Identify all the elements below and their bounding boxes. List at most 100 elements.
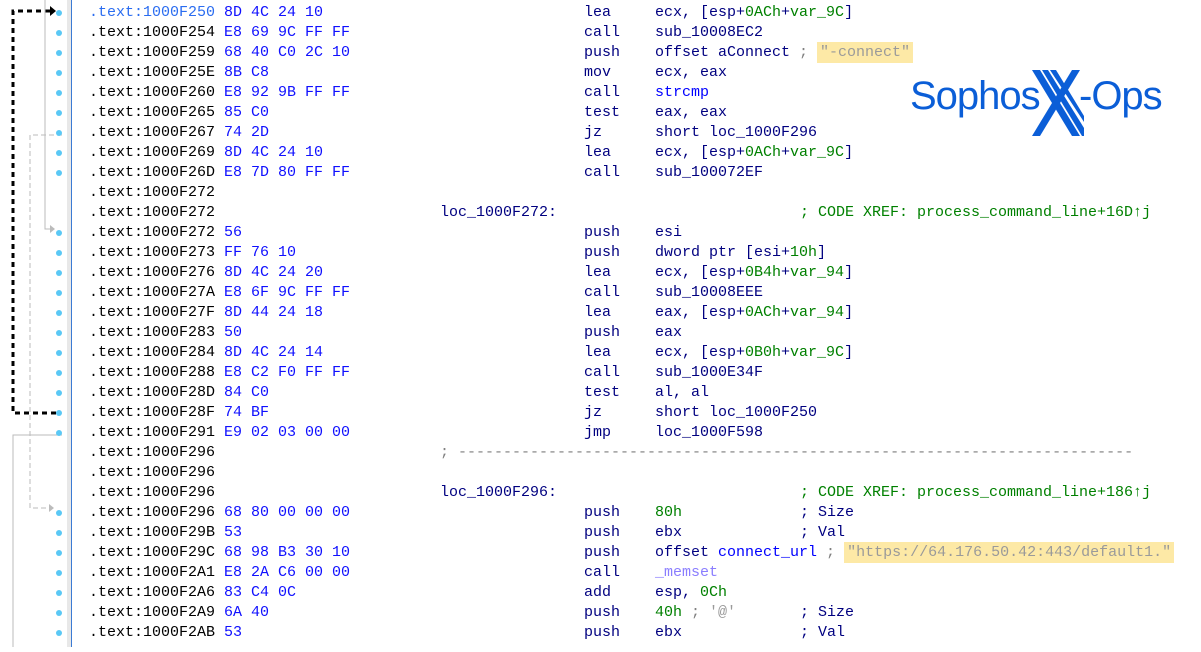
breakpoint-dot[interactable]: [56, 250, 62, 256]
breakpoint-dot[interactable]: [56, 290, 62, 296]
breakpoint-dot[interactable]: [56, 570, 62, 576]
breakpoint-dot[interactable]: [56, 310, 62, 316]
breakpoint-dot[interactable]: [56, 230, 62, 236]
address[interactable]: .text:1000F283: [89, 324, 216, 341]
address[interactable]: .text:1000F269: [89, 144, 216, 161]
listing-row[interactable]: .text:1000F296 loc_1000F296: ; CODE XREF: …: [0, 483, 1201, 503]
breakpoint-dot[interactable]: [56, 430, 62, 436]
breakpoint-dot[interactable]: [56, 270, 62, 276]
breakpoint-dot[interactable]: [56, 90, 62, 96]
breakpoint-dot[interactable]: [56, 10, 62, 16]
address[interactable]: .text:1000F272: [89, 184, 216, 201]
breakpoint-dot[interactable]: [56, 630, 62, 636]
address[interactable]: .text:1000F273: [89, 244, 216, 261]
address[interactable]: .text:1000F296: [89, 464, 216, 481]
breakpoint-dot[interactable]: [56, 110, 62, 116]
address[interactable]: .text:1000F276: [89, 264, 216, 281]
symbol-link[interactable]: _memset: [655, 564, 719, 581]
address[interactable]: .text:1000F28D: [89, 384, 216, 401]
breakpoint-dot[interactable]: [56, 130, 62, 136]
address[interactable]: .text:1000F2AB: [89, 624, 216, 641]
address[interactable]: .text:1000F288: [89, 364, 216, 381]
address[interactable]: .text:1000F26D: [89, 164, 216, 181]
operands: esp, 0Ch: [655, 583, 727, 603]
breakpoint-dot[interactable]: [56, 390, 62, 396]
address[interactable]: .text:1000F27A: [89, 284, 216, 301]
listing-row[interactable]: .text:1000F272 loc_1000F272: ; CODE XREF: …: [0, 203, 1201, 223]
address[interactable]: .text:1000F29C: [89, 544, 216, 561]
listing-row[interactable]: .text:1000F272: [0, 183, 1201, 203]
address[interactable]: .text:1000F296: [89, 444, 216, 461]
address[interactable]: .text:1000F250: [89, 4, 216, 21]
code-label[interactable]: loc_1000F272:: [440, 204, 558, 221]
breakpoint-dot[interactable]: [56, 370, 62, 376]
xref-comment[interactable]: ; CODE XREF: process_command_line+186↑j: [800, 484, 1152, 501]
address[interactable]: .text:1000F296: [89, 504, 216, 521]
xref-comment[interactable]: ; CODE XREF: process_command_line+16D↑j: [800, 204, 1152, 221]
address[interactable]: .text:1000F260: [89, 84, 216, 101]
address[interactable]: .text:1000F296: [89, 484, 216, 501]
breakpoint-dot[interactable]: [56, 170, 62, 176]
address[interactable]: .text:1000F284: [89, 344, 216, 361]
breakpoint-dot[interactable]: [56, 530, 62, 536]
symbol-link[interactable]: connect_url: [718, 544, 818, 561]
breakpoint-dot[interactable]: [56, 50, 62, 56]
listing-row[interactable]: .text:1000F296; ------------------------…: [0, 443, 1201, 463]
breakpoint-dot[interactable]: [56, 410, 62, 416]
breakpoint-dot[interactable]: [56, 510, 62, 516]
address[interactable]: .text:1000F28F: [89, 404, 216, 421]
address[interactable]: .text:1000F29B: [89, 524, 216, 541]
address[interactable]: .text:1000F265: [89, 104, 216, 121]
address[interactable]: .text:1000F267: [89, 124, 216, 141]
breakpoint-dot[interactable]: [56, 330, 62, 336]
address[interactable]: .text:1000F272: [89, 204, 216, 221]
address[interactable]: .text:1000F272: [89, 224, 216, 241]
symbol-link[interactable]: strcmp: [655, 84, 710, 101]
address[interactable]: .text:1000F25E: [89, 64, 216, 81]
listing-row[interactable]: .text:1000F296: [0, 463, 1201, 483]
address[interactable]: .text:1000F2A1: [89, 564, 216, 581]
address[interactable]: .text:1000F2A9: [89, 604, 216, 621]
code-label[interactable]: loc_1000F296:: [440, 484, 558, 501]
breakpoint-dot[interactable]: [56, 150, 62, 156]
breakpoint-dot[interactable]: [56, 70, 62, 76]
address[interactable]: .text:1000F254: [89, 24, 216, 41]
breakpoint-dot[interactable]: [56, 30, 62, 36]
address[interactable]: .text:1000F259: [89, 44, 216, 61]
breakpoint-dot[interactable]: [56, 350, 62, 356]
breakpoint-dot[interactable]: [56, 550, 62, 556]
address[interactable]: .text:1000F27F: [89, 304, 216, 321]
address[interactable]: .text:1000F2A6: [89, 584, 216, 601]
breakpoint-dot[interactable]: [56, 590, 62, 596]
breakpoint-dot[interactable]: [56, 610, 62, 616]
address[interactable]: .text:1000F291: [89, 424, 216, 441]
